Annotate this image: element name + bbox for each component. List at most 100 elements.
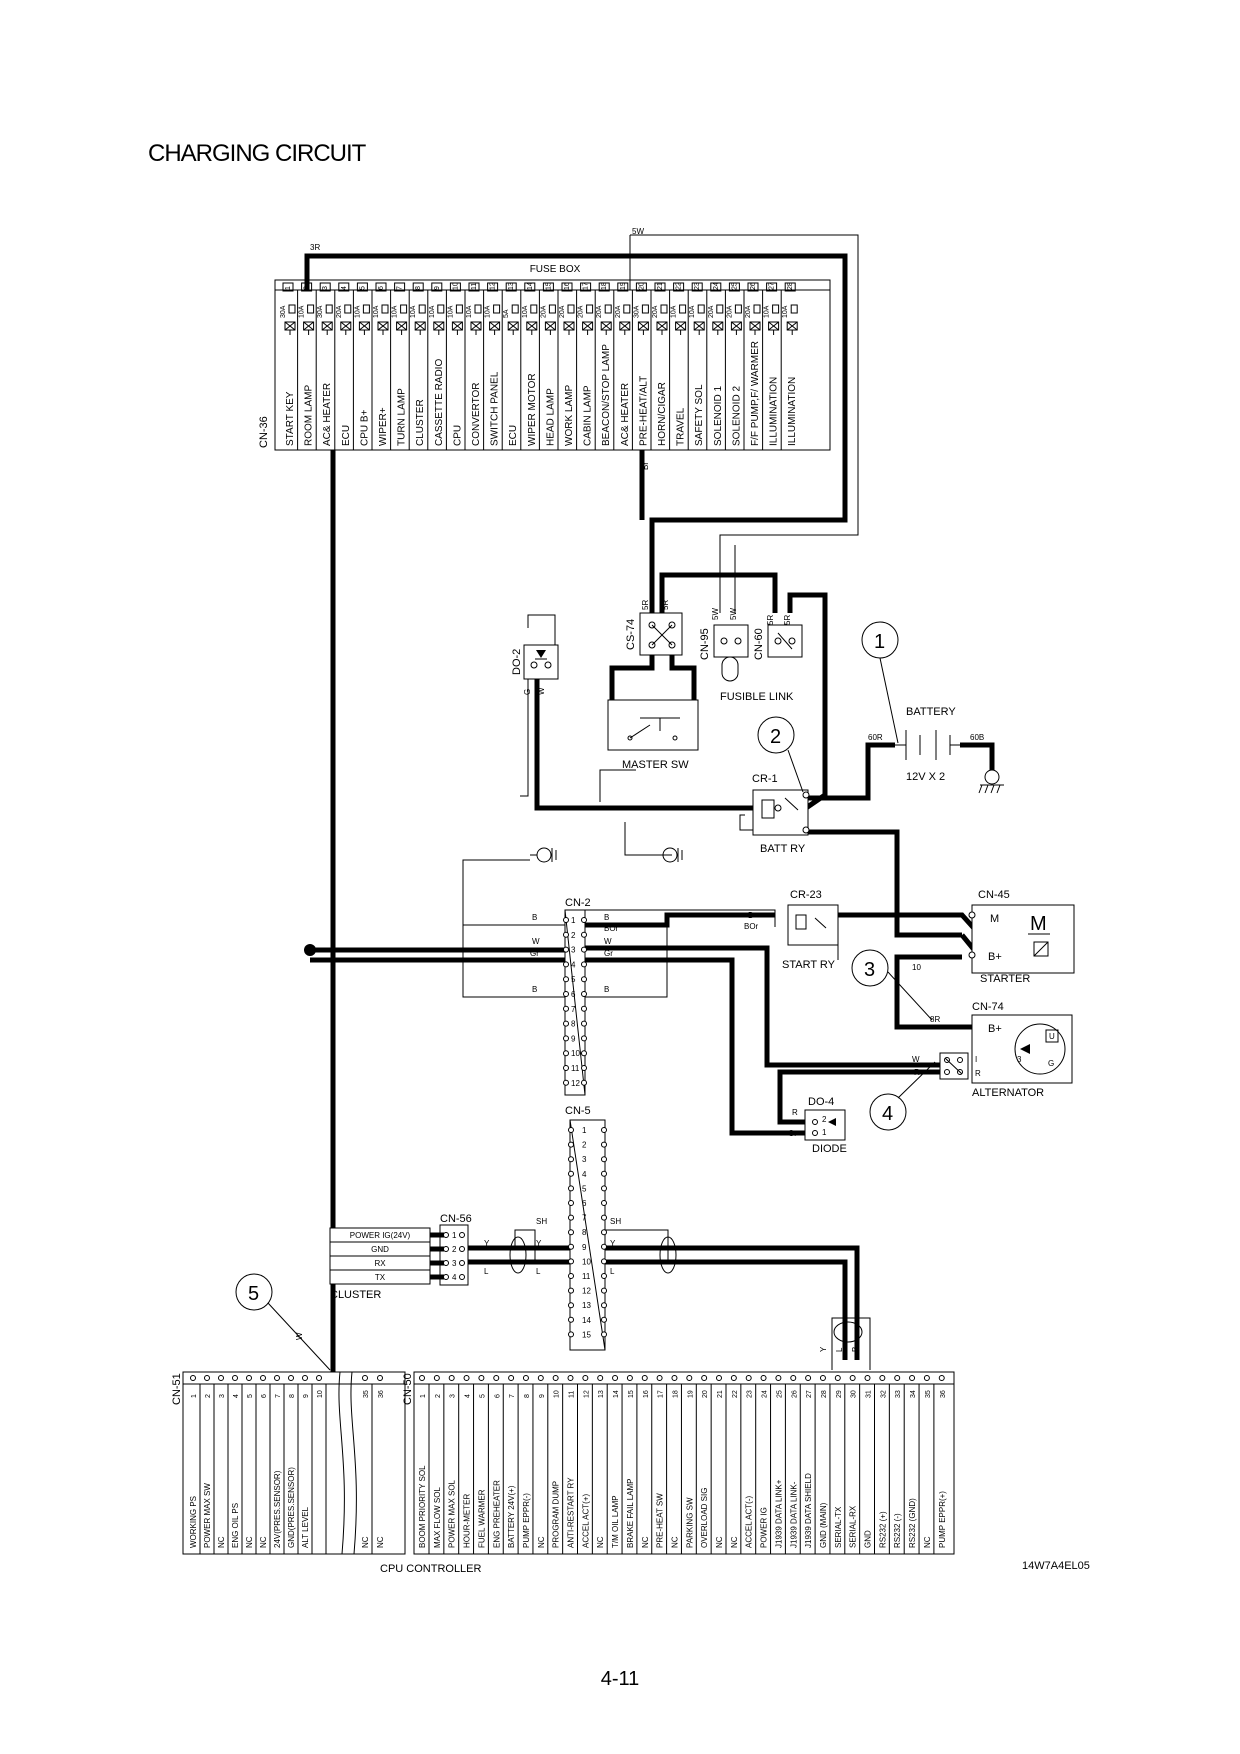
fuse-element: [790, 304, 798, 314]
page-title: CHARGING CIRCUIT: [148, 140, 366, 167]
fuse-element: [381, 304, 389, 314]
label-r2: R: [792, 1108, 798, 1117]
cn50-pin-number: 29: [836, 1390, 843, 1398]
alt-r-pin: R: [975, 1069, 981, 1078]
cn51-pin-label: WORKING PS: [189, 1496, 198, 1548]
fuse-number-box: [617, 282, 629, 292]
cn50-pin: [522, 1375, 529, 1381]
thin-wires: [462, 234, 963, 1370]
fuse-element: [418, 304, 426, 314]
junction-dot: [304, 944, 316, 956]
fuse-amp: 10A: [354, 305, 361, 318]
fuse-amp: 20A: [540, 305, 547, 318]
cn5-pin: [601, 1156, 607, 1163]
cn56-pin: [459, 1274, 465, 1280]
cn95-label: CN-95: [699, 628, 711, 660]
cn50-pin: [760, 1375, 767, 1381]
cn2-pin: [563, 1035, 569, 1042]
label-3r: 3R: [310, 243, 320, 252]
do2-label: DO-2: [511, 649, 523, 675]
cn56-pin-number: 4: [452, 1273, 457, 1282]
fuse-element: [697, 304, 705, 314]
cn50-pin-label: HOUR-METER: [463, 1494, 472, 1548]
fuse-element: [437, 304, 445, 314]
cn5-pin-number: 5: [582, 1184, 587, 1193]
fuse-number-box: [375, 282, 387, 292]
cn51-pin-label: NC: [245, 1536, 254, 1548]
cn56-pin: [459, 1246, 465, 1252]
cn5-pin: [601, 1229, 607, 1236]
fuse-element: [400, 304, 408, 314]
cn2-pin: [563, 1005, 569, 1012]
fuse-number-box: [431, 282, 443, 292]
fuse-number: 3: [322, 286, 329, 290]
cn50-pin: [819, 1375, 826, 1381]
fuse-circuit-label: ECU: [508, 425, 519, 446]
cn50-pin-label: RS232 (-): [893, 1513, 902, 1548]
cn50-pin-label: PUMP EPPR(+): [938, 1491, 947, 1548]
fuse-number-box: [449, 282, 461, 292]
fuse-number-box: [766, 282, 778, 292]
cn5-pin: [601, 1316, 607, 1323]
fuse-number: 7: [397, 286, 404, 290]
fuse-circuit-label: CABIN LAMP: [583, 385, 594, 446]
cn50-pin-label: NC: [730, 1536, 739, 1548]
cn50-pin-label: FUEL WARMER: [477, 1489, 486, 1548]
cn2-pin-number: 7: [571, 1005, 576, 1014]
cn2-pin: [563, 946, 569, 953]
cn5-pin-number: 10: [582, 1257, 591, 1266]
cn50-pin: [834, 1375, 841, 1381]
label-gr3: Gr: [788, 1129, 797, 1138]
cn5-pin: [568, 1302, 574, 1309]
fuse-circuit-label: TRAVEL: [676, 407, 687, 446]
fuse-number: 14: [527, 282, 534, 290]
cn50-pin-label: SERIAL-TX: [834, 1506, 843, 1548]
cn50-pin-label: BATTERY 24V(+): [507, 1485, 516, 1548]
fuse-amp: 20A: [615, 305, 622, 318]
alt-bplus-pin: B+: [988, 1023, 1002, 1035]
cn56-pin-number: 2: [452, 1245, 457, 1254]
cn5-pin-number: 3: [582, 1155, 587, 1164]
cn5-pin-number: 12: [582, 1287, 591, 1296]
fuse-number-box: [319, 282, 331, 292]
wire-cs74-master-l: [609, 655, 655, 725]
fuse-number-box: [282, 282, 294, 292]
cn5-label: CN-5: [565, 1105, 591, 1117]
cn51-pin: [274, 1375, 280, 1381]
cn51-pin-label: NC: [217, 1536, 226, 1548]
cn50-pin: [745, 1375, 752, 1381]
batt-relay: CR-1 BATT RY: [752, 773, 810, 855]
fuse-number-box: [654, 282, 666, 292]
cn2-pin: [563, 961, 569, 968]
shield-1: [509, 1236, 527, 1274]
fuse-amp: 10A: [689, 305, 696, 318]
wire-cn2-w-right: [582, 945, 962, 1068]
label-b3: B: [604, 913, 609, 922]
wire-60b: [960, 742, 995, 770]
cn50-pin-number: 27: [806, 1390, 813, 1398]
fuse-circuit-label: SWITCH PANEL: [490, 371, 501, 446]
fuse-number-box: [487, 282, 499, 292]
label-y3: Y: [610, 1239, 616, 1248]
cn5-pin: [601, 1302, 607, 1309]
callout-2: 2: [770, 726, 781, 748]
fuse-number-box: [635, 282, 647, 292]
cn56-pin: [459, 1232, 465, 1238]
battery-spec-label: 12V X 2: [906, 771, 945, 783]
fuse-element: [753, 304, 761, 314]
starter-motor: CN-45 M B+ M STARTER: [968, 889, 1075, 985]
cn95-connector: CN-95: [699, 624, 749, 682]
fuse-element: [288, 304, 296, 314]
diode-label: DIODE: [812, 1143, 847, 1155]
cn51-pin-number: 5: [247, 1394, 254, 1398]
fuse-element: [772, 304, 780, 314]
cn50-pin-number: 36: [940, 1390, 947, 1398]
cn50-pin-number: 18: [672, 1390, 679, 1398]
fuse-amp: 20A: [559, 305, 566, 318]
cn50-pin-number: 9: [539, 1394, 546, 1398]
cn2-pin: [563, 1065, 569, 1071]
cn51-pin-label: NC: [259, 1536, 268, 1548]
